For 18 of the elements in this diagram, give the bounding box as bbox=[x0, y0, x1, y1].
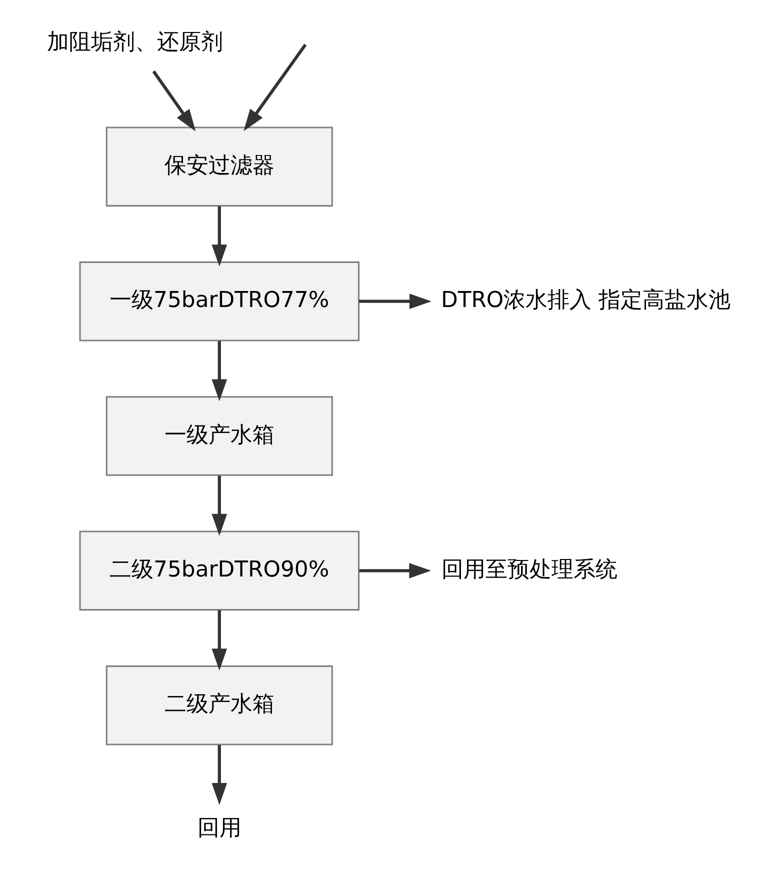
node-text: 回用至预处理系统 bbox=[440, 557, 617, 582]
node-box: 二级75barDTRO90% bbox=[78, 530, 360, 611]
arrow bbox=[152, 70, 196, 132]
node-text: DTRO浓水排入 指定高盐水池 bbox=[440, 288, 730, 314]
arrow bbox=[211, 206, 227, 267]
arrow bbox=[243, 44, 306, 132]
arrow bbox=[211, 476, 227, 536]
arrow bbox=[211, 340, 227, 402]
node-box: 一级75barDTRO77% bbox=[78, 261, 360, 342]
node-box: 一级产水箱 bbox=[105, 396, 332, 476]
node-text: 加阻垢剂、还原剂 bbox=[46, 30, 222, 55]
arrow bbox=[358, 562, 431, 578]
arrow bbox=[211, 745, 227, 805]
arrow bbox=[211, 610, 227, 671]
node-box: 保安过滤器 bbox=[105, 126, 332, 207]
node-text: 回用 bbox=[196, 816, 241, 841]
arrow bbox=[358, 294, 431, 310]
node-box: 二级产水箱 bbox=[105, 665, 332, 746]
